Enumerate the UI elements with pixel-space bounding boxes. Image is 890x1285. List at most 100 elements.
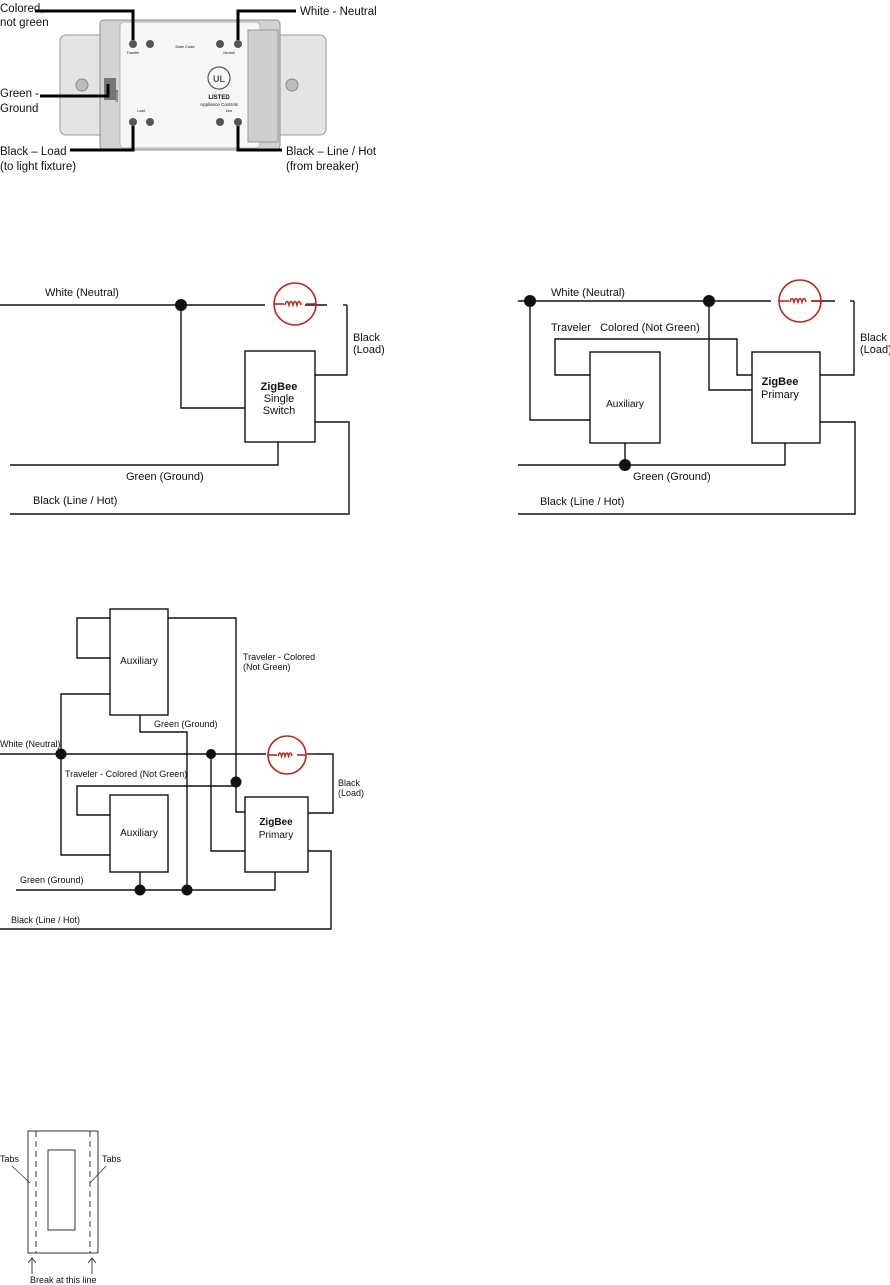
terminal-neutral-1: [216, 40, 224, 48]
d3-aux-top-neutral: [60, 693, 110, 856]
d3-traveler-junction: [230, 776, 242, 788]
d1-ground-wire: [10, 442, 279, 466]
d3-traveler-mid-wire: [76, 785, 245, 816]
callout-line-line: [236, 126, 282, 152]
device-side: [247, 29, 279, 143]
terminal-neutral-2: [234, 40, 242, 48]
d2-primary-neutral: [708, 301, 752, 391]
d3-label-traveler-top: Traveler - Colored(Not Green): [243, 652, 315, 672]
d3-primary-box: [244, 796, 309, 873]
d1-load-wire: [315, 305, 348, 376]
label-white-neutral: White - Neutral: [300, 6, 377, 18]
d1-label-black-load: Black(Load): [353, 332, 385, 356]
d3-load-wire: [308, 753, 334, 814]
d3-label-green-ground-top: Green (Ground): [154, 719, 218, 729]
d1-bulb-icon: [273, 282, 317, 326]
terminal-load-2: [146, 118, 154, 126]
label-break-line: Break at this line: [30, 1275, 97, 1285]
label-green-ground: Green -Ground: [0, 88, 39, 115]
diagram-three-way: White (Neutral) Traveler Colored (Not Gr…: [518, 279, 890, 515]
screw-hole-right: [285, 78, 299, 92]
screw-hole-left: [75, 78, 89, 92]
d3-ground-junction-right: [181, 884, 193, 896]
d2-aux-neutral: [529, 301, 590, 421]
d1-neutral-junction: [175, 299, 187, 311]
d1-label-black-line-hot: Black (Line / Hot): [33, 495, 117, 507]
d3-label-auxiliary-top: Auxiliary: [120, 656, 158, 667]
d3-label-auxiliary-bottom: Auxiliary: [120, 828, 158, 839]
device-load-text: Load: [137, 109, 145, 113]
d3-neutral-junction-left: [55, 748, 67, 760]
d3-ground-wire: [16, 872, 276, 891]
d3-auxiliary-top-box: [109, 608, 169, 716]
callout-ground-line: [40, 84, 110, 98]
d3-ground-junction-left: [134, 884, 146, 896]
d2-primary-box: [751, 351, 821, 444]
label-tabs-left: Tabs: [0, 1154, 20, 1164]
d1-label-green-ground: Green (Ground): [126, 471, 204, 483]
callout-traveler-line: [35, 9, 135, 40]
d2-load-wire: [820, 301, 855, 376]
d3-line-wire: [0, 850, 332, 930]
tabs-left-pointer: [11, 1165, 31, 1184]
callout-neutral-line: [236, 9, 296, 40]
d2-label-green-ground: Green (Ground): [633, 471, 711, 483]
terminal-line-1: [216, 118, 224, 126]
label-black-load: Black – Load(to light fixture): [0, 146, 76, 173]
label-tabs-right: Tabs: [102, 1154, 122, 1164]
device-traveler-text: Traveler: [127, 51, 141, 55]
d1-line-wire: [10, 421, 350, 515]
ul-mark-text: UL: [213, 74, 225, 84]
d2-label-black-load: Black(Load): [860, 332, 890, 356]
plate-opening: [47, 1149, 76, 1231]
d2-ground-junction: [619, 459, 631, 471]
d2-label-auxiliary: Auxiliary: [606, 399, 644, 410]
d3-label-black-load: Black(Load): [338, 778, 364, 798]
d1-label-white-neutral: White (Neutral): [45, 287, 119, 299]
tabs-right-pointer: [89, 1165, 107, 1184]
d1-zigbee-switch-box: [244, 350, 316, 443]
d2-label-white-neutral: White (Neutral): [551, 287, 625, 299]
terminal-traveler: [129, 40, 137, 48]
terminal-line-2: [234, 118, 242, 126]
label-black-line-hot: Black – Line / Hot(from breaker): [286, 146, 377, 173]
d3-label-traveler-mid: Traveler - Colored (Not Green): [65, 769, 187, 779]
d2-label-traveler: Traveler Colored (Not Green): [551, 322, 700, 334]
device-line-text: Line: [226, 109, 233, 113]
d3-label-green-ground: Green (Ground): [20, 875, 84, 885]
d3-aux-top-ground: [139, 715, 188, 890]
d2-traveler-wire: [554, 338, 752, 376]
d2-line-wire: [518, 421, 856, 515]
d3-label-white-neutral: White (Neutral): [0, 739, 61, 749]
break-arrow-right-icon: [87, 1257, 97, 1274]
d3-auxiliary-bottom-box: [109, 794, 169, 873]
device-listed-text: LISTED: [208, 95, 230, 101]
d2-label-black-line-hot: Black (Line / Hot): [540, 496, 624, 508]
d2-auxiliary-box: [589, 351, 661, 444]
label-colored-not-green: Colored,not green: [0, 3, 49, 29]
ul-logo-icon: [207, 66, 231, 90]
d3-label-black-line-hot: Black (Line / Hot): [11, 915, 80, 925]
d1-neutral-drop: [180, 305, 245, 409]
callout-load-line: [70, 126, 135, 152]
device-appliance-text: Appliance Controls: [200, 102, 239, 107]
device-neutral-text: Neutral: [223, 51, 235, 55]
device-photo: UL LISTED Appliance Controls Traveler Da…: [0, 3, 377, 173]
device-date-code-text: Date Code: [175, 44, 195, 49]
wall-plate-diagram: Tabs Tabs Break at this line: [0, 1130, 122, 1285]
d3-bulb-icon: [267, 735, 307, 775]
d2-ground-wire: [518, 443, 786, 466]
device-ground-text: Ground: [115, 90, 119, 102]
break-arrow-left-icon: [27, 1257, 37, 1274]
d3-traveler-top-wire: [76, 617, 237, 782]
terminal-load: [129, 118, 137, 126]
d2-bulb-icon: [778, 279, 822, 323]
terminal-traveler-2: [146, 40, 154, 48]
diagram-four-way: Auxiliary Auxiliary Traveler - Colored(N…: [0, 608, 364, 930]
d3-primary-neutral: [210, 754, 245, 852]
